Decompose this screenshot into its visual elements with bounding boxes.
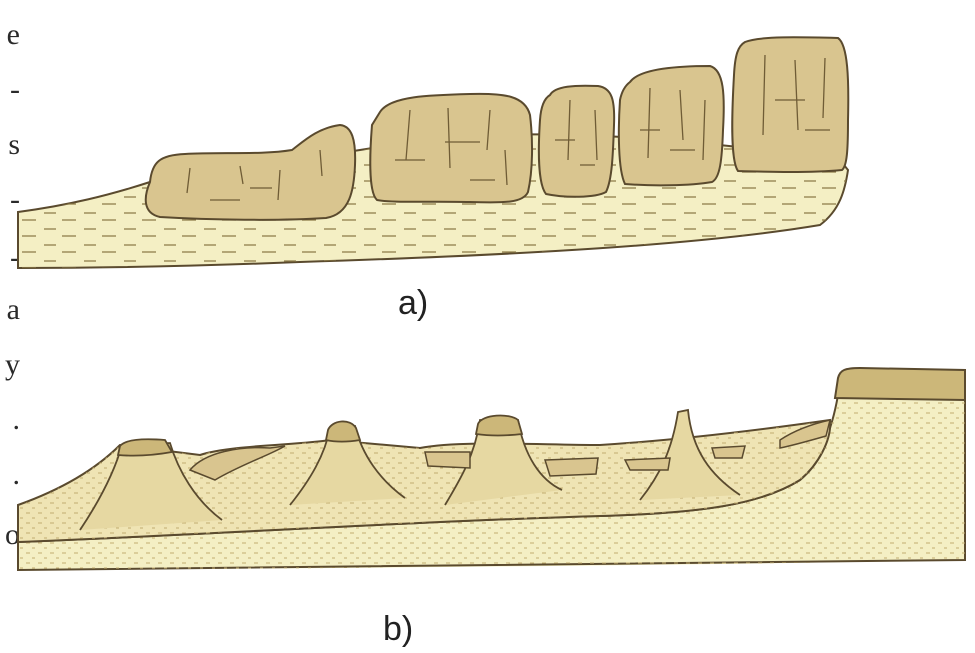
rock-block-4	[619, 66, 724, 185]
cliff-cap	[835, 368, 965, 400]
rock-block-2	[370, 94, 532, 203]
cap-1	[118, 439, 172, 455]
rock-block-1	[146, 125, 355, 220]
panel-b-diagram: b)	[18, 368, 965, 648]
panel-b-label: b)	[383, 610, 413, 648]
panel-a-diagram: a)	[18, 37, 848, 322]
cap-2	[326, 421, 360, 441]
rock-block-3	[539, 86, 614, 197]
rock-block-5	[732, 37, 848, 172]
cap-3	[476, 415, 522, 435]
panel-a-label: a)	[398, 284, 428, 322]
